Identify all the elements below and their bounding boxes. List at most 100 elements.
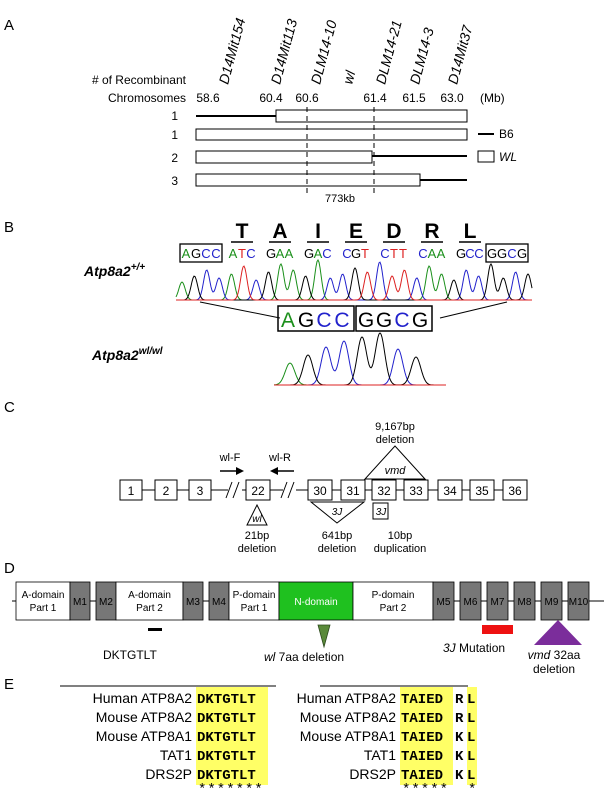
vmd-size: 9,167bp bbox=[375, 421, 415, 433]
domain-box bbox=[540, 581, 563, 621]
wl-type: deletion bbox=[238, 543, 277, 555]
domain-box bbox=[567, 581, 590, 621]
sequence-conserved-end: L bbox=[467, 749, 475, 765]
sequence-variable: K bbox=[455, 749, 464, 765]
row-count: 3 bbox=[171, 174, 178, 188]
nucleotide: G bbox=[191, 246, 201, 261]
sequence: DKTGTLT bbox=[197, 749, 256, 765]
nucleotide: C bbox=[211, 246, 220, 261]
trace-c bbox=[176, 261, 532, 301]
domain-label: P-domain bbox=[372, 590, 415, 601]
position-label: 61.4 bbox=[363, 91, 387, 105]
interval-size: 773kb bbox=[325, 193, 355, 205]
row-count: 1 bbox=[171, 128, 178, 142]
domain-label: A-domain bbox=[22, 590, 65, 601]
exons: 1 2 3 22 30 31 32 33 34 35 36 bbox=[119, 479, 528, 501]
exon-number: 3 bbox=[197, 484, 204, 498]
break-mark bbox=[287, 481, 295, 499]
nucleotide: C bbox=[322, 246, 331, 261]
domain-label-line2: Part 2 bbox=[380, 603, 407, 614]
domain-label: M10 bbox=[569, 597, 589, 608]
amino-acid: T bbox=[236, 220, 249, 243]
break-mark bbox=[280, 481, 288, 499]
amino-acid: A bbox=[272, 220, 287, 243]
exon-box bbox=[340, 479, 366, 501]
3j-label: 3J bbox=[332, 507, 344, 518]
nucleotide: A bbox=[276, 246, 285, 261]
exon-box bbox=[403, 479, 429, 501]
conserved-highlight-right-end bbox=[467, 687, 477, 785]
exon-number: 32 bbox=[377, 484, 391, 498]
exon-number: 36 bbox=[508, 484, 522, 498]
domain-label: P-domain bbox=[233, 590, 276, 601]
nucleotide: C bbox=[334, 309, 349, 332]
exon-number: 35 bbox=[475, 484, 489, 498]
nucleotide: C bbox=[507, 246, 516, 261]
3j-dup-label: 3J bbox=[376, 507, 388, 518]
species-name: DRS2P bbox=[145, 766, 192, 782]
vmd-label: vmd bbox=[385, 465, 407, 477]
primer-forward-label: wl-F bbox=[219, 452, 241, 464]
nucleotide: G bbox=[487, 246, 497, 261]
vmd-deletion-triangle bbox=[363, 445, 427, 480]
marker-label: wl bbox=[339, 68, 358, 86]
sequence-variable: K bbox=[455, 768, 464, 784]
exon-box bbox=[188, 479, 212, 501]
amino-acid: D bbox=[386, 220, 401, 243]
conservation-stars: ***** bbox=[402, 782, 449, 798]
domain-box bbox=[486, 581, 509, 621]
domain-label-line2: Part 1 bbox=[30, 603, 57, 614]
break-mark bbox=[232, 481, 240, 499]
sequence-conserved: TAIED bbox=[401, 692, 443, 708]
row-count: 2 bbox=[171, 151, 178, 165]
exon-box bbox=[437, 479, 463, 501]
exon-number: 1 bbox=[128, 484, 135, 498]
sequence-conserved: TAIED bbox=[401, 730, 443, 746]
sequence-conserved-end: L bbox=[467, 711, 475, 727]
nucleotide: C bbox=[342, 246, 351, 261]
sequence: DKTGTLT bbox=[197, 711, 256, 727]
position-labels: 58.6 60.4 60.6 61.4 61.5 63.0 bbox=[196, 91, 464, 105]
legend-b6-label: B6 bbox=[499, 127, 514, 141]
domain-box bbox=[459, 581, 482, 621]
nucleotide: G bbox=[358, 309, 374, 332]
wt-right-box bbox=[485, 243, 529, 263]
sequence-variable: R bbox=[455, 692, 464, 708]
marker-label: D14Mit37 bbox=[444, 23, 475, 86]
marker-label: D14Mit154 bbox=[215, 16, 248, 86]
marker-label: DLM14-21 bbox=[372, 18, 404, 85]
domain-label: M9 bbox=[545, 597, 559, 608]
nucleotide: G bbox=[456, 246, 466, 261]
wl-segment bbox=[195, 150, 373, 164]
nucleotide: C bbox=[246, 246, 255, 261]
wl-label: wl bbox=[252, 514, 262, 525]
domain-label: M3 bbox=[186, 597, 200, 608]
exon-number: 22 bbox=[251, 484, 265, 498]
panel-b-letter: B bbox=[4, 219, 14, 236]
3j-deletion-triangle bbox=[309, 501, 366, 524]
domain-label: M5 bbox=[437, 597, 451, 608]
panel-c: C 1 2 3 22 30 31 32 bbox=[4, 399, 528, 555]
nucleotide: C bbox=[418, 246, 427, 261]
mut-left-box bbox=[277, 305, 355, 332]
domain-label-line2: Part 1 bbox=[241, 603, 268, 614]
domain-label-line2: Part 2 bbox=[136, 603, 163, 614]
vmd-marker-triangle bbox=[534, 620, 582, 645]
exon-box bbox=[371, 479, 397, 501]
3j-mutation-label: 3J Mutation bbox=[443, 641, 505, 655]
haplotype-bars bbox=[195, 107, 468, 196]
wl-segment bbox=[275, 109, 468, 123]
sequence: DKTGTLT bbox=[197, 730, 256, 746]
exon-box bbox=[502, 479, 528, 501]
connector-line bbox=[439, 301, 508, 319]
domain-label: M8 bbox=[518, 597, 532, 608]
wt-chromatogram bbox=[175, 258, 533, 301]
exon-box bbox=[245, 479, 271, 501]
amino-acid-row: T A I E D R L bbox=[236, 220, 477, 243]
mutant-chromatogram bbox=[273, 332, 446, 386]
domain-label: M1 bbox=[73, 597, 87, 608]
